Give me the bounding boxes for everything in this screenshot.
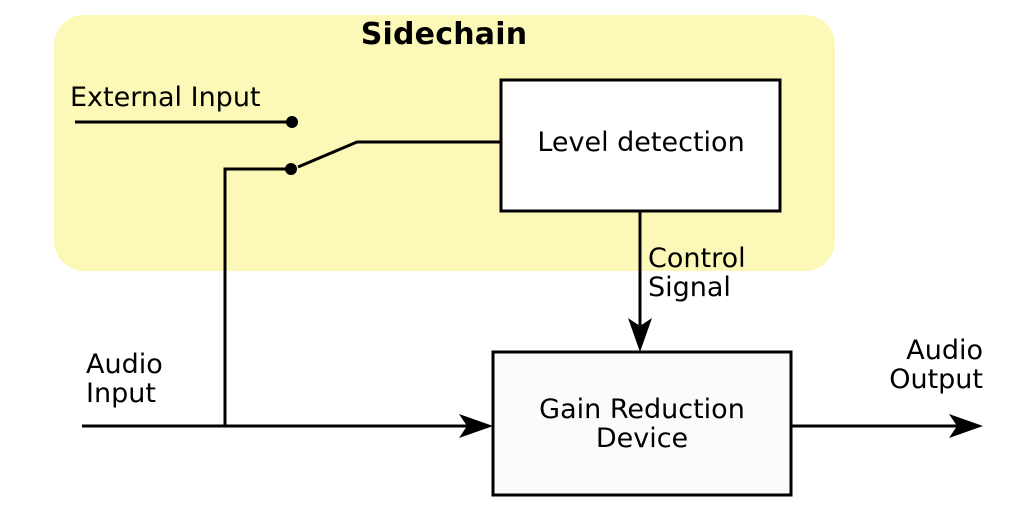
level-detection-block <box>499 78 782 213</box>
external-input-terminal-dot <box>286 116 298 128</box>
gain-reduction-device-block <box>491 350 793 497</box>
selector-switch-blade <box>297 140 501 169</box>
audio-input-arrowhead <box>459 414 493 438</box>
audio-output-arrowhead <box>949 414 983 438</box>
control-signal-arrowhead <box>628 318 652 352</box>
sidechain-tap-line <box>223 167 291 426</box>
